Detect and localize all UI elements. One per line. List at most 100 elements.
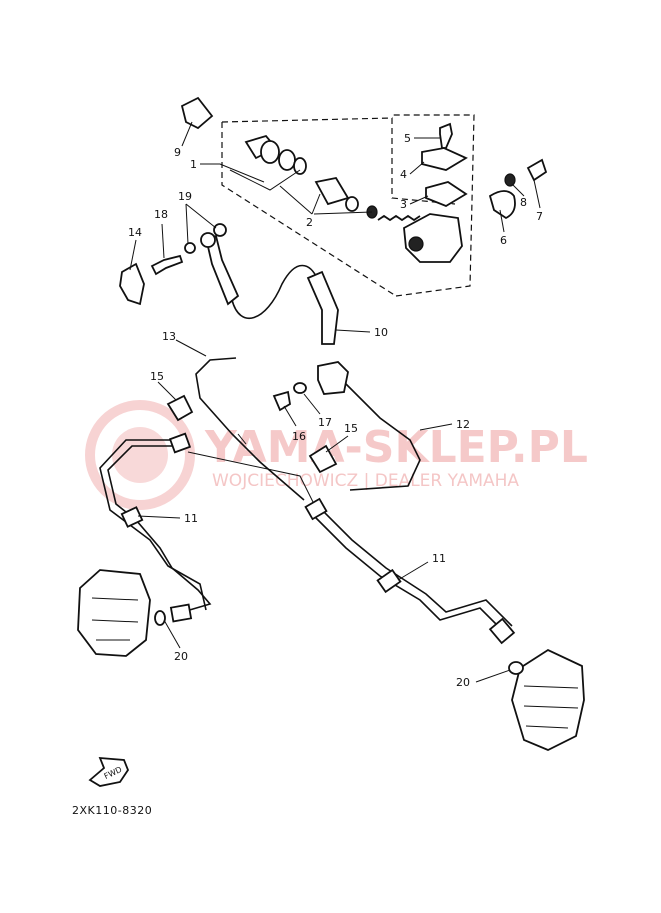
leader-8 [511,183,525,197]
leader-18 [161,223,165,259]
brake-line-link [187,451,319,513]
leader-2c [313,211,373,215]
caliper-left-detail [91,597,139,641]
small-washer [213,223,227,237]
caliper-right-washer [508,661,524,675]
leader-1 [200,163,265,183]
brake-lines [99,264,513,633]
callout-8: 8 [520,196,527,209]
master-cylinder-body [403,158,548,263]
union-bolt [150,254,184,276]
fwd-arrow: FWD [88,756,130,787]
leader-1b [229,169,301,191]
leader-15b [325,435,349,453]
fwd-arrow-shape [88,756,130,787]
callout-18: 18 [154,208,168,221]
watermark-logo-core [112,427,168,483]
hose-11-right [309,511,505,633]
brake-line-link-2 [237,433,247,445]
caliper-right [511,648,585,751]
diagram-code: 2XK110-8320 [72,804,152,817]
hose-10 [306,270,339,345]
leader-11b [397,561,429,581]
callout-15a: 15 [150,370,164,383]
hose-eyelet [200,232,216,248]
leader-4 [409,161,425,175]
callout-4: 4 [400,168,407,181]
reservoir-cap [421,147,468,171]
callout-6: 6 [500,234,507,247]
callout-2: 2 [306,216,313,229]
joint-block [317,361,349,395]
callout-5: 5 [404,132,411,145]
leader-lines [129,121,541,683]
copper-washer [184,242,196,254]
left-small-parts [119,96,240,306]
clamp-holder [488,190,516,220]
hose-11-right-inner [317,505,513,627]
callout-7: 7 [536,210,543,223]
fitting-center [304,497,328,521]
pipe-13 [195,357,305,501]
assembly-outline [221,114,475,297]
leader-19b [185,203,217,229]
caliper-right-detail [523,685,579,729]
callout-15b: 15 [344,422,358,435]
callout-20a: 20 [174,650,188,663]
leader-2b [279,185,313,215]
diaphragm [425,181,468,208]
hose-clip-right [308,444,338,474]
cap-screw [439,122,453,149]
callout-11b: 11 [432,552,446,565]
leader-15a [157,381,177,401]
piston [314,176,350,206]
leader-6 [499,209,505,233]
callout-3: 3 [400,198,407,211]
bleed-cap [119,262,145,306]
clamp-washer [504,173,516,187]
fitting-left-top [168,432,192,454]
callout-11a: 11 [184,512,198,525]
caliper-left [77,569,151,657]
seal-ring-3 [293,157,307,175]
reservoir-parts [421,122,468,208]
leader-20a [163,619,181,649]
callout-17: 17 [318,416,332,429]
callout-9: 9 [174,146,181,159]
master-cylinder-kit [213,134,421,237]
pipe-12 [345,383,421,491]
seal-ring-2 [278,149,296,171]
watermark-subtitle: WOJCIECHOWICZ | DEALER YAMAHA [212,471,519,491]
lever-cover [180,96,214,130]
union-bolt-16 [272,390,291,412]
brake-hose-top [204,234,240,306]
fittings [120,382,516,645]
leader-10 [335,329,371,333]
leader-17 [303,393,321,415]
leader-12 [419,423,453,431]
fitting-right-mid [376,568,402,594]
leader-3 [409,195,429,205]
fitting-left-mid [120,506,144,528]
caliper-left-washer [154,610,166,626]
leader-16 [283,405,297,427]
callout-12: 12 [456,418,470,431]
leader-7 [533,179,541,209]
hose-11-left [107,445,212,615]
watermark: YAMA-SKLEP.PL WOJCIECHOWICZ | DEALER YAM… [85,400,588,510]
leader-14 [129,239,137,271]
cylinder-port [408,236,424,252]
leader-19a [185,203,189,245]
return-spring [377,214,421,222]
fitting-right-bottom [488,617,516,645]
leader-13 [175,339,207,357]
callout-10: 10 [374,326,388,339]
callout-16: 16 [292,430,306,443]
calipers [77,569,585,751]
leader-11a [137,515,181,519]
callout-13: 13 [162,330,176,343]
callout-1: 1 [190,158,197,171]
fitting-left-bottom [169,603,193,623]
callout-20b: 20 [456,676,470,689]
leader-9 [181,121,193,147]
